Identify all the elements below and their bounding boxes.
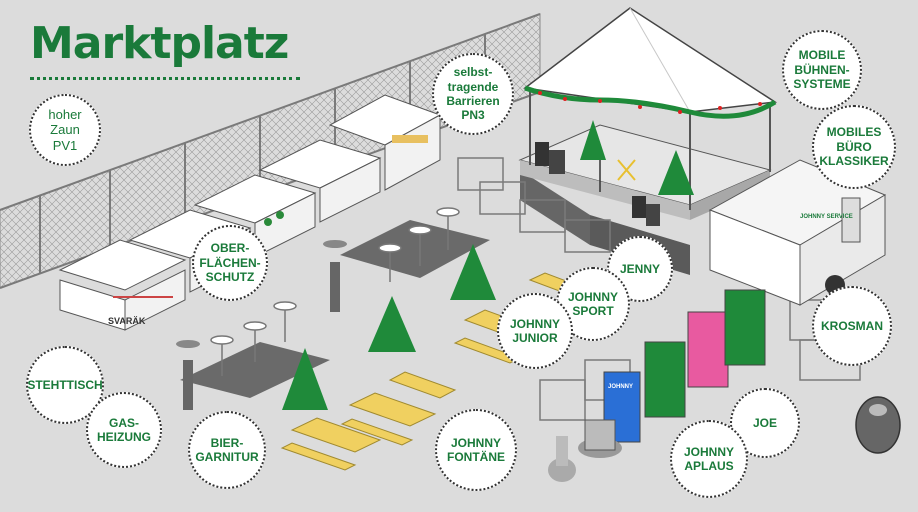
callout-joe: JOE bbox=[730, 388, 800, 458]
callout-aplaus: JOHNNY APLAUS bbox=[670, 420, 748, 498]
surface-protection bbox=[180, 220, 490, 398]
callout-buero: MOBILES BÜRO KLASSIKER bbox=[812, 105, 896, 189]
krosman-unit bbox=[855, 396, 901, 454]
trailer-logo: JOHNNY SERVICE bbox=[800, 214, 853, 220]
christmas-trees bbox=[282, 244, 496, 410]
callout-oberflaechen: OBER- FLÄCHEN- SCHUTZ bbox=[192, 225, 268, 301]
page-title: Marktplatz bbox=[30, 18, 289, 69]
callout-zaun: hoher Zaun PV1 bbox=[29, 94, 101, 166]
mobile-toilets: JOHNNY bbox=[548, 289, 766, 482]
callout-gas: GAS- HEIZUNG bbox=[86, 392, 162, 468]
callout-fontaene: JOHNNY FONTÄNE bbox=[435, 409, 517, 491]
title-divider bbox=[30, 77, 300, 80]
callout-buehne: MOBILE BÜHNEN- SYSTEME bbox=[782, 30, 862, 110]
callout-johnny-sport: JOHNNY SPORT bbox=[556, 267, 630, 341]
toilet-logo: JOHNNY bbox=[608, 384, 633, 390]
callout-johnny-junior: JOHNNY JUNIOR bbox=[497, 293, 573, 369]
callout-bier: BIER- GARNITUR bbox=[188, 411, 266, 489]
booth-label: SVARÄK bbox=[108, 316, 146, 326]
stage-system bbox=[518, 7, 778, 275]
gas-heaters bbox=[176, 240, 347, 410]
callout-krosman: KROSMAN bbox=[812, 286, 892, 366]
callout-barrieren: selbst- tragende Barrieren PN3 bbox=[432, 53, 514, 135]
standing-tables bbox=[210, 207, 460, 376]
